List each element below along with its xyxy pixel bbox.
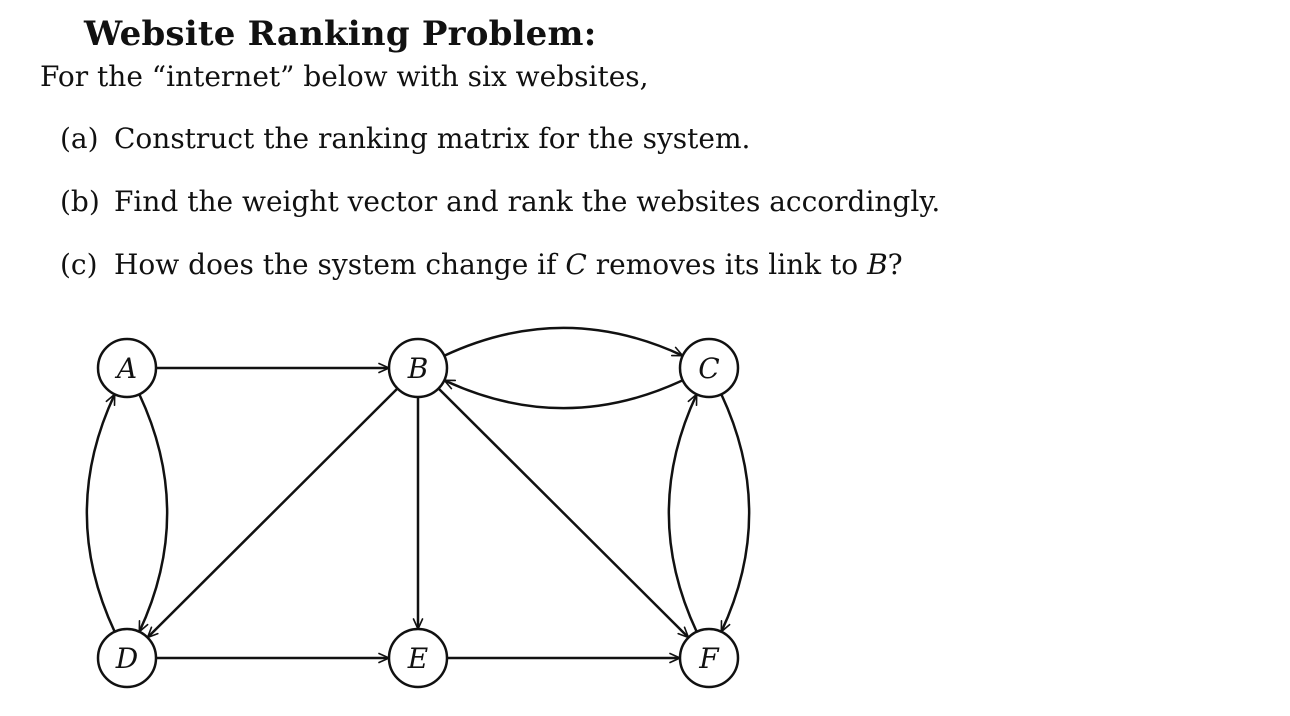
- node-circle-b: [387, 337, 449, 399]
- node-b: B: [387, 337, 449, 399]
- node-c: C: [678, 337, 740, 399]
- edge-c-to-b: [443, 379, 684, 410]
- nodes-layer: A B C D E F: [96, 337, 740, 689]
- question-text-a: Construct the ranking matrix for the sys…: [114, 122, 751, 155]
- node-label-e: E: [407, 642, 428, 675]
- question-var-c: C: [565, 248, 587, 281]
- question-text-c-after: ?: [887, 248, 903, 281]
- question-var-b: B: [867, 248, 888, 281]
- node-label-c: C: [698, 352, 719, 385]
- node-circle-c: [678, 337, 740, 399]
- edge-b-to-f: [437, 387, 690, 639]
- node-label-b: B: [407, 352, 429, 385]
- question-label-a: (a): [60, 122, 99, 155]
- question-text-c-middle: removes its link to: [586, 248, 868, 281]
- node-circle-a: [96, 337, 158, 399]
- node-circle-f: [678, 627, 740, 689]
- edge-b-to-c: [443, 326, 684, 357]
- edge-a-to-d: [138, 393, 169, 633]
- edge-d-to-a: [85, 393, 116, 633]
- question-item-c: (c) How does the system change if C remov…: [60, 248, 903, 281]
- edge-c-to-f: [720, 393, 751, 633]
- node-label-f: F: [698, 642, 720, 675]
- node-label-d: D: [115, 642, 138, 675]
- problem-title: Website Ranking Problem:: [84, 14, 597, 54]
- question-text-b: Find the weight vector and rank the webs…: [114, 185, 941, 218]
- question-text-c-before: How does the system change if: [114, 248, 566, 281]
- node-f: F: [678, 627, 740, 689]
- node-circle-e: [387, 627, 449, 689]
- node-d: D: [96, 627, 158, 689]
- question-label-c: (c): [60, 248, 98, 281]
- node-a: A: [96, 337, 158, 399]
- question-label-b: (b): [60, 185, 100, 218]
- problem-intro: For the “internet” below with six websit…: [40, 60, 649, 93]
- question-item-b: (b) Find the weight vector and rank the w…: [60, 185, 940, 218]
- edges-layer: [85, 326, 751, 664]
- node-circle-d: [96, 627, 158, 689]
- node-label-a: A: [114, 352, 137, 385]
- edge-f-to-c: [667, 393, 698, 633]
- edge-b-to-d: [146, 387, 399, 639]
- question-item-a: (a) Construct the ranking matrix for the …: [60, 122, 750, 155]
- node-e: E: [387, 627, 449, 689]
